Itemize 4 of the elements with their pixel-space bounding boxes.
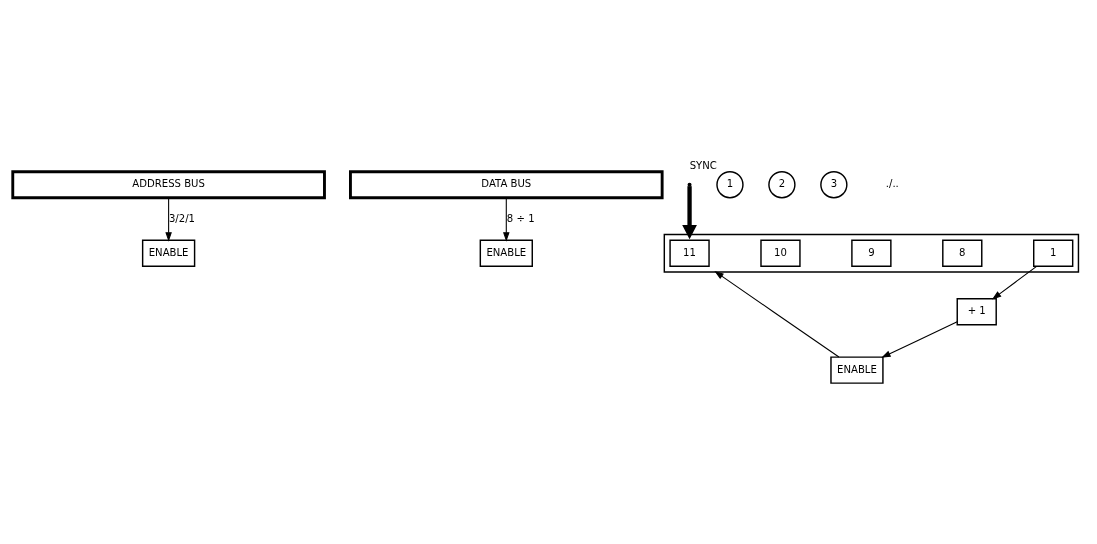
node-label: SYNC — [689, 159, 717, 171]
edge-label: 3/2/1 — [168, 212, 196, 224]
edge-label: 8 ÷ 1 — [506, 212, 535, 224]
label: ./.. — [885, 178, 899, 190]
